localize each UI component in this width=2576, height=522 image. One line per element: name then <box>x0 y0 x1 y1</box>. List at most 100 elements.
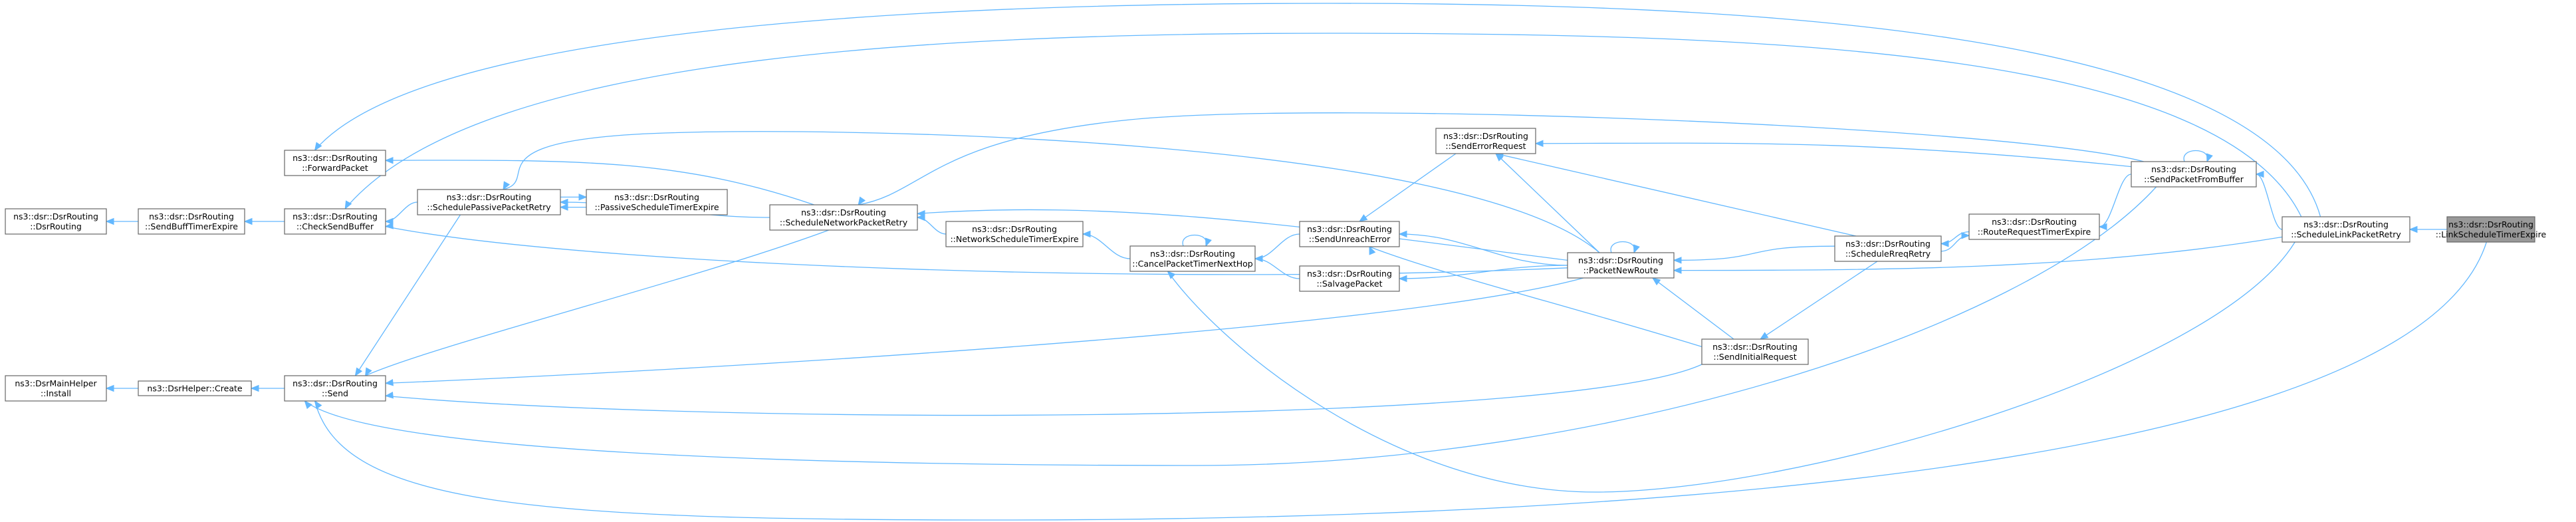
edge-schedulelink-to-packetnewroute <box>1673 236 2283 274</box>
node-link-schedule-timer-expire[interactable]: ns3::dsr::DsrRouting::LinkScheduleTimerE… <box>2436 216 2547 243</box>
edge-line <box>1359 153 1457 222</box>
arrowhead-icon <box>559 203 568 211</box>
arrowhead-icon <box>384 222 394 229</box>
edge-line <box>917 217 947 235</box>
node-send-initial-request-label-line: ns3::dsr::DsrRouting <box>1712 342 1798 352</box>
node-send-box <box>284 375 386 402</box>
node-packet-new-route-box <box>1567 252 1675 279</box>
node-link-schedule-timer-expire-label-line: ::LinkScheduleTimerExpire <box>2436 229 2547 239</box>
node-send-packet-from-buffer[interactable]: ns3::dsr::DsrRouting::SendPacketFromBuff… <box>2131 161 2257 188</box>
edge-line <box>2256 174 2283 230</box>
node-send-unreach-error-box <box>1299 221 1400 247</box>
node-schedule-rreq-retry-label-line: ::ScheduleRreqRetry <box>1845 249 1931 259</box>
node-send[interactable]: ns3::dsr::DsrRouting::Send <box>284 375 386 402</box>
node-check-send-buffer-label-line: ::CheckSendBuffer <box>296 221 374 231</box>
edge-schedulepassive-to-passiveschedtimer <box>560 194 588 201</box>
edge-schedulepassive-to-checksendbuffer <box>384 201 418 225</box>
arrowhead-icon <box>1940 240 1949 247</box>
node-route-request-timer-expire-box <box>1968 213 2100 240</box>
edge-line <box>503 131 1600 253</box>
arrowhead-icon <box>1534 140 1544 148</box>
edge-line <box>385 160 814 205</box>
edge-checksendbuffer-to-sendbufftimer <box>243 217 285 225</box>
edge-line <box>1495 153 1600 253</box>
node-salvage-packet[interactable]: ns3::dsr::DsrRouting::SalvagePacket <box>1299 265 1400 292</box>
node-schedule-link-packet-retry-box <box>2282 216 2410 243</box>
node-salvage-packet-label-line: ns3::dsr::DsrRouting <box>1307 269 1392 279</box>
node-check-send-buffer[interactable]: ns3::dsr::DsrRouting::CheckSendBuffer <box>284 208 386 235</box>
node-schedule-passive-packet-retry[interactable]: ns3::dsr::DsrRouting::SchedulePassivePac… <box>417 189 561 215</box>
node-forward-packet[interactable]: ns3::dsr::DsrRouting::ForwardPacket <box>284 150 386 176</box>
edge-schedulelink-to-sendpacketfrombuffer <box>2255 170 2283 230</box>
arrowhead-icon <box>1673 257 1682 264</box>
node-schedule-link-packet-retry[interactable]: ns3::dsr::DsrRouting::ScheduleLinkPacket… <box>2282 216 2410 243</box>
node-cancel-packet-timer-next-hop-label-line: ::CancelPacketTimerNextHop <box>1132 259 1253 269</box>
node-send-packet-from-buffer-label-line: ::SendPacketFromBuffer <box>2144 174 2244 184</box>
edge-line <box>858 112 2144 205</box>
arrowhead-icon <box>559 198 568 206</box>
node-send-initial-request[interactable]: ns3::dsr::DsrRouting::SendInitialRequest <box>1701 338 1809 365</box>
arrowhead-icon <box>1082 230 1091 238</box>
edge-line <box>304 186 2157 466</box>
arrowhead-icon <box>916 213 925 221</box>
edge-schedulelink-to-checksendbuffer <box>344 33 2302 217</box>
arrowhead-icon <box>1495 153 1504 162</box>
node-forward-packet-label-line: ::ForwardPacket <box>302 163 368 173</box>
arrowhead-icon <box>1651 277 1661 286</box>
arrowhead-icon <box>1358 214 1368 222</box>
node-send-packet-from-buffer-box <box>2131 161 2257 188</box>
edge-line <box>1535 142 2132 168</box>
node-route-request-timer-expire[interactable]: ns3::dsr::DsrRouting::RouteRequestTimerE… <box>1968 213 2100 240</box>
node-passive-schedule-timer-expire[interactable]: ns3::dsr::DsrRouting::PassiveScheduleTim… <box>586 189 728 215</box>
node-send-buff-timer-expire[interactable]: ns3::dsr::DsrRouting::SendBuffTimerExpir… <box>138 208 245 235</box>
node-send-packet-from-buffer-label-line: ns3::dsr::DsrRouting <box>2151 164 2236 174</box>
node-dsr-routing-constructor[interactable]: ns3::dsr::DsrRouting::DsrRouting <box>5 208 107 235</box>
node-send-error-request-label-line: ns3::dsr::DsrRouting <box>1443 131 1528 141</box>
node-send-unreach-error[interactable]: ns3::dsr::DsrRouting::SendUnreachError <box>1299 221 1400 247</box>
edge-sendinitialrequest-to-sendunreacherror <box>1369 245 1702 348</box>
node-dsr-helper-create-label-line: ns3::DsrHelper::Create <box>147 384 242 394</box>
edge-schedulenetwork-to-forwardpacket <box>384 156 814 205</box>
edge-networkscheduletimer-to-schedulenetwork <box>916 213 947 235</box>
arrowhead-icon <box>384 379 394 386</box>
node-schedule-network-packet-retry-label-line: ::ScheduleNetworkPacketRetry <box>780 217 908 227</box>
node-dsr-main-helper-install-label-line: ns3::DsrMainHelper <box>15 378 97 388</box>
arrowhead-icon <box>314 400 322 410</box>
node-network-schedule-timer-expire[interactable]: ns3::dsr::DsrRouting::NetworkScheduleTim… <box>945 221 1084 247</box>
arrowhead-icon <box>243 217 253 225</box>
edge-line <box>917 209 1568 261</box>
edge-line <box>344 33 2302 217</box>
edge-line <box>314 241 2488 521</box>
edge-sendpacketfrombuffer-to-sendpacketfrombuffer <box>2183 150 2213 163</box>
node-schedule-network-packet-retry-box <box>769 204 918 231</box>
node-schedule-passive-packet-retry-label-line: ::SchedulePassivePacketRetry <box>427 202 551 212</box>
arrowhead-icon <box>105 217 114 225</box>
edge-schedulerreqretry-to-routerequesttimer <box>1940 232 1970 252</box>
edge-packetnewroute-to-salvagepacket <box>1398 265 1568 283</box>
edge-line <box>385 277 1584 384</box>
arrowhead-icon <box>364 367 372 377</box>
node-send-label-line: ::Send <box>322 388 348 398</box>
edge-line <box>385 364 1702 416</box>
node-send-error-request[interactable]: ns3::dsr::DsrRouting::SendErrorRequest <box>1435 128 1536 154</box>
node-passive-schedule-timer-expire-label-line: ns3::dsr::DsrRouting <box>614 192 699 202</box>
edge-sendpacketfrombuffer-to-schedulenetwork <box>858 112 2144 206</box>
node-cancel-packet-timer-next-hop[interactable]: ns3::dsr::DsrRouting::CancelPacketTimerN… <box>1129 245 1256 272</box>
edge-line <box>1652 277 1734 340</box>
edge-line <box>2183 150 2208 162</box>
node-forward-packet-label-line: ns3::dsr::DsrRouting <box>293 153 378 163</box>
node-packet-new-route-label-line: ::PacketNewRoute <box>1583 265 1659 275</box>
edge-line <box>1182 234 1207 247</box>
node-schedule-network-packet-retry[interactable]: ns3::dsr::DsrRouting::ScheduleNetworkPac… <box>769 204 918 231</box>
edge-line <box>1610 241 1635 253</box>
edge-packetnewroute-to-packetnewroute <box>1610 241 1640 254</box>
node-dsr-helper-create[interactable]: ns3::DsrHelper::Create <box>138 380 252 396</box>
arrowhead-icon <box>384 392 394 399</box>
node-send-unreach-error-label-line: ns3::dsr::DsrRouting <box>1307 224 1392 234</box>
node-packet-new-route[interactable]: ns3::dsr::DsrRouting::PacketNewRoute <box>1567 252 1675 279</box>
edge-routerequesttimer-to-schedulerreqretry <box>1940 231 1970 247</box>
node-schedule-rreq-retry[interactable]: ns3::dsr::DsrRouting::ScheduleRreqRetry <box>1834 235 1942 262</box>
node-dsr-main-helper-install[interactable]: ns3::DsrMainHelper::Install <box>5 375 107 402</box>
node-send-initial-request-box <box>1701 338 1809 365</box>
